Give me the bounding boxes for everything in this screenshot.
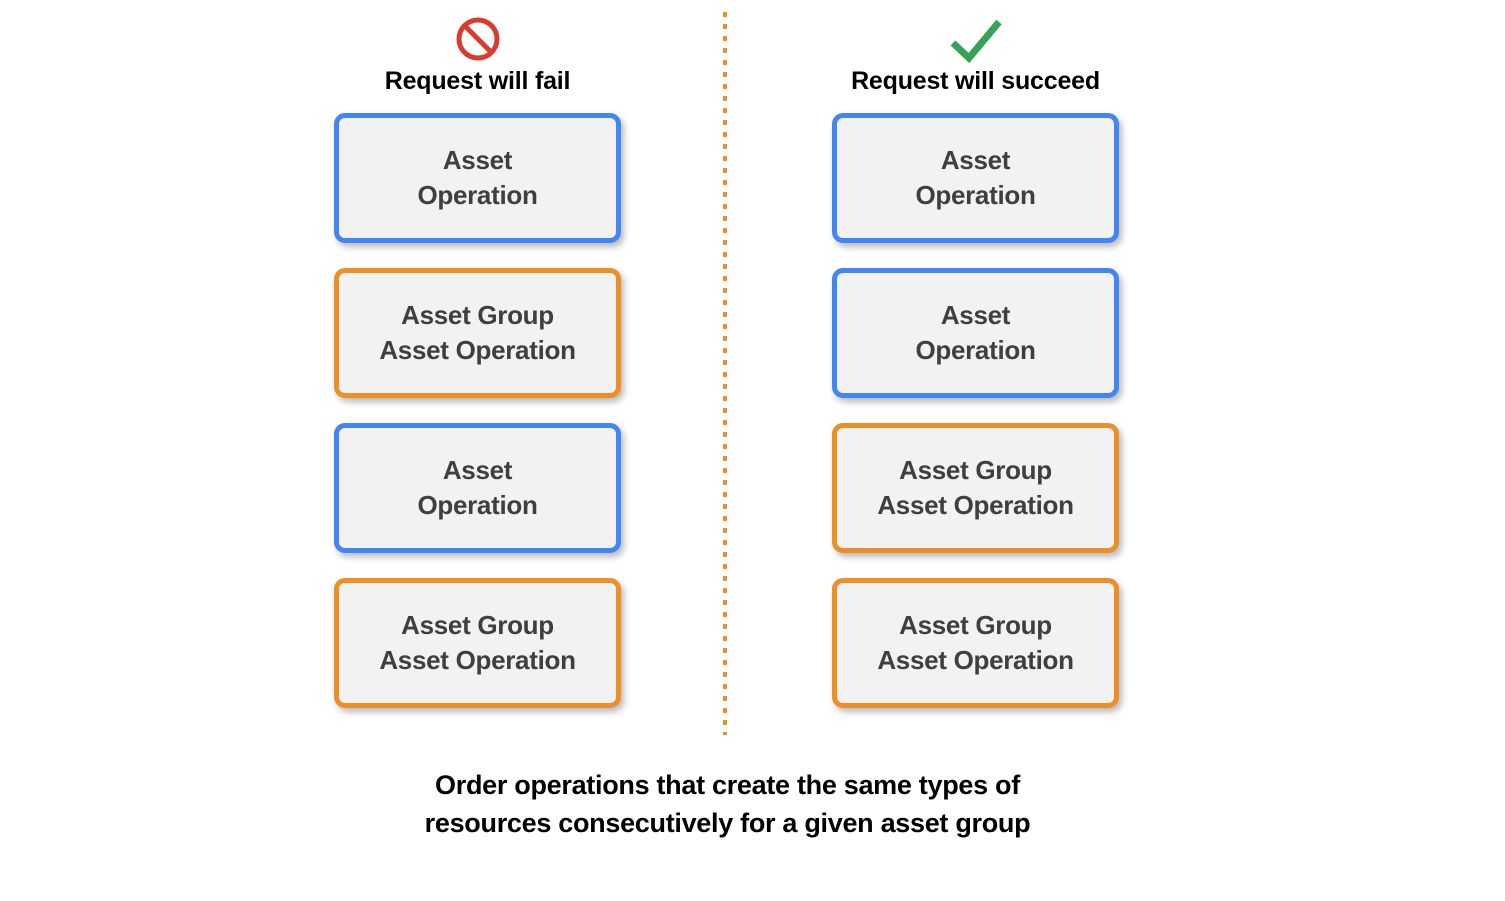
node-box[interactable]: Asset Operation bbox=[334, 423, 621, 553]
column-header-fail: Request will fail bbox=[268, 14, 688, 96]
column-header-succeed: Request will succeed bbox=[766, 14, 1186, 96]
column-label-succeed: Request will succeed bbox=[851, 67, 1100, 95]
diagram-caption: Order operations that create the same ty… bbox=[424, 770, 1031, 839]
box-stack-succeed: Asset Operation Asset Operation Asset Gr… bbox=[832, 113, 1119, 733]
node-box-label: Asset Group Asset Operation bbox=[877, 609, 1074, 675]
column-label-fail: Request will fail bbox=[384, 67, 571, 95]
column-divider-dotted-line bbox=[723, 12, 727, 735]
prohibition-icon bbox=[454, 14, 502, 64]
node-box[interactable]: Asset Group Asset Operation bbox=[334, 578, 621, 708]
node-box-label: Asset Group Asset Operation bbox=[379, 299, 576, 365]
node-box-label: Asset Group Asset Operation bbox=[379, 609, 576, 675]
box-stack-fail: Asset Operation Asset Group Asset Operat… bbox=[334, 113, 621, 733]
node-box-label: Asset Operation bbox=[915, 144, 1036, 210]
node-box-label: Asset Operation bbox=[417, 454, 538, 520]
node-box[interactable]: Asset Operation bbox=[832, 268, 1119, 398]
node-box-label: Asset Group Asset Operation bbox=[877, 454, 1074, 520]
node-box[interactable]: Asset Group Asset Operation bbox=[832, 423, 1119, 553]
node-box-label: Asset Operation bbox=[417, 144, 538, 210]
node-box-label: Asset Operation bbox=[915, 299, 1036, 365]
node-box[interactable]: Asset Operation bbox=[334, 113, 621, 243]
node-box[interactable]: Asset Operation bbox=[832, 113, 1119, 243]
node-box[interactable]: Asset Group Asset Operation bbox=[334, 268, 621, 398]
checkmark-icon bbox=[947, 14, 1005, 64]
node-box[interactable]: Asset Group Asset Operation bbox=[832, 578, 1119, 708]
